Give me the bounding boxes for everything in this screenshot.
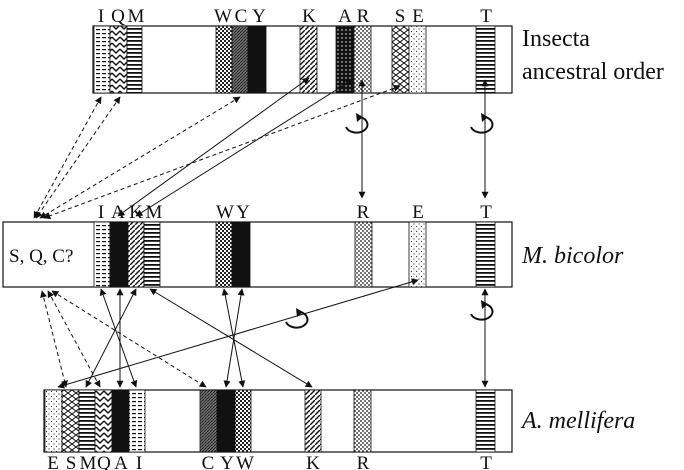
mellifera-label-M: M: [80, 453, 97, 470]
bicolor-label-E: E: [412, 202, 424, 223]
insecta-label-A: A: [338, 6, 352, 27]
mellifera-band-M: [78, 389, 96, 453]
insecta-band-S: [391, 25, 410, 94]
insecta-label-M: M: [128, 6, 145, 27]
mellifera-label-K: K: [306, 453, 320, 470]
insecta-band-W: [215, 25, 233, 94]
arrow-dashed-I: [33, 96, 102, 219]
bicolor-genome: S, Q, C? I A K M W Y R E T M. bicolor: [2, 202, 624, 288]
mellifera-label-S: S: [66, 453, 77, 470]
insecta-band-E: [408, 25, 427, 94]
arrow-solid-Y-mel: [223, 288, 245, 388]
arrow-dashed-Q-mel: [47, 290, 101, 388]
bicolor-band-E: [408, 221, 427, 288]
insecta-label-I: I: [98, 6, 104, 27]
bicolor-title: M. bicolor: [521, 243, 624, 269]
mellifera-label-R: R: [357, 453, 370, 470]
bicolor-label-R: R: [357, 202, 370, 223]
mellifera-band-I: [128, 389, 146, 453]
insecta-band-Q: [109, 25, 128, 94]
arrow-dashed-S-mel: [40, 290, 68, 388]
arrows-insecta-bicolor: [33, 77, 489, 220]
bicolor-band-T: [475, 221, 496, 288]
bicolor-band-K: [127, 221, 145, 288]
mellifera-band-C: [199, 389, 218, 453]
inversion-icon-E: [285, 308, 309, 329]
mellifera-band-S: [61, 389, 80, 453]
mellifera-label-W: W: [236, 453, 254, 470]
bicolor-label-T: T: [480, 202, 492, 223]
arrow-solid-A: [135, 79, 353, 217]
mellifera-title: A. mellifera: [520, 408, 635, 434]
mellifera-genome: E S M Q A I C Y W K R T A. mellifera: [43, 389, 635, 470]
insecta-label-Y: Y: [252, 6, 266, 27]
insecta-band-Y: [247, 25, 267, 94]
bicolor-label-I: I: [98, 202, 104, 223]
arrow-dashed-S: [43, 84, 401, 220]
mellifera-band-A: [111, 389, 130, 453]
inversion-icon-T-lower: [470, 300, 494, 321]
insecta-band-M: [126, 25, 143, 94]
bicolor-band-W: [215, 221, 233, 288]
arrow-solid-M-mel: [85, 288, 137, 388]
insecta-label-C: C: [235, 6, 248, 27]
insecta-label-S: S: [395, 6, 406, 27]
mellifera-band-Q: [94, 389, 113, 453]
insecta-band-I: [93, 25, 111, 94]
mellifera-band-W: [234, 389, 252, 453]
insecta-label-K: K: [302, 6, 316, 27]
insecta-label-Q: Q: [111, 6, 125, 27]
arrow-solid-K-mel: [149, 288, 313, 388]
mellifera-label-E: E: [47, 453, 59, 470]
insecta-label-R: R: [357, 6, 370, 27]
insecta-label-E: E: [412, 6, 424, 27]
insecta-band-C: [231, 25, 249, 94]
insecta-label-W: W: [214, 6, 232, 27]
mellifera-label-I: I: [136, 453, 142, 470]
bicolor-bar: [2, 221, 513, 288]
mellifera-label-Q: Q: [97, 453, 111, 470]
bicolor-band-R: [354, 221, 373, 288]
insecta-band-A: [335, 25, 355, 94]
mellifera-band-R: [353, 389, 372, 453]
insecta-title-line1: Insecta: [522, 26, 590, 52]
insecta-title-line2: ancestral order: [522, 59, 664, 85]
inversion-icon-R: [345, 113, 369, 134]
bicolor-band-Y: [231, 221, 251, 288]
bicolor-label-Y: Y: [236, 202, 250, 223]
bicolor-label-W: W: [216, 202, 234, 223]
mellifera-label-C: C: [202, 453, 215, 470]
bicolor-band-I: [93, 221, 111, 288]
insecta-label-T: T: [480, 6, 492, 27]
mellifera-band-E: [44, 389, 63, 453]
mellifera-label-A: A: [114, 453, 128, 470]
mellifera-band-K: [304, 389, 322, 453]
arrow-solid-K: [117, 77, 310, 217]
bicolor-band-M: [143, 221, 161, 288]
bicolor-note: S, Q, C?: [9, 246, 73, 267]
mellifera-band-T: [475, 389, 496, 453]
arrow-dashed-Q: [35, 96, 121, 219]
bicolor-band-A: [109, 221, 129, 288]
arrows-bicolor-mellifera: [40, 278, 489, 389]
arrow-dashed-C-mel: [51, 290, 207, 388]
mellifera-label-T: T: [480, 453, 492, 470]
inversion-icon-T: [470, 113, 494, 134]
mellifera-label-Y: Y: [220, 453, 234, 470]
insecta-genome: I Q M W C Y K A R S E T Insecta ancestra…: [92, 6, 664, 94]
mellifera-band-Y: [216, 389, 236, 453]
arrow-solid-E-mel: [57, 278, 419, 389]
